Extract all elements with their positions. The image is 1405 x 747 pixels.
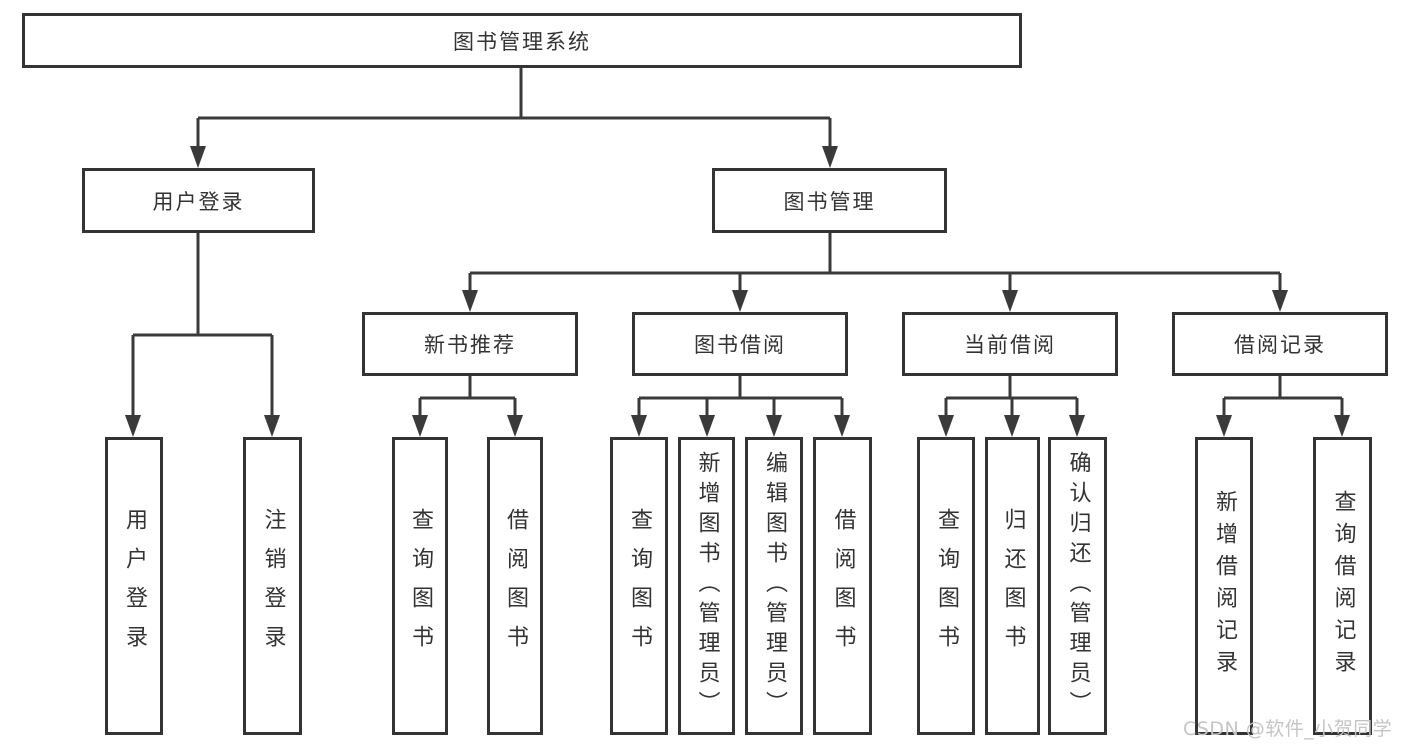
arrowhead bbox=[938, 415, 954, 437]
leaf-label: 新增借阅记录 bbox=[1212, 490, 1237, 682]
leaf-label: 查询图书 bbox=[627, 508, 652, 664]
leaf-label: 注销登录 bbox=[260, 508, 286, 664]
node-root-system: 图书管理系统 bbox=[22, 13, 1022, 68]
arrowhead bbox=[1004, 415, 1020, 437]
leaf-label: 归还图书 bbox=[1000, 508, 1026, 664]
leaf-label: 借阅图书 bbox=[830, 508, 856, 664]
node-current-borrow: 当前借阅 bbox=[902, 312, 1118, 376]
csdn-watermark: CSDN @软件_小贺同学 bbox=[1183, 718, 1393, 740]
node-leaf-query-books-recommend: 查询图书 bbox=[392, 437, 448, 735]
arrowhead bbox=[264, 415, 280, 437]
node-leaf-query-books-borrow: 查询图书 bbox=[610, 437, 668, 735]
arrowhead bbox=[507, 415, 523, 437]
arrowhead bbox=[631, 415, 647, 437]
leaf-label: 新增图书（管理员） bbox=[694, 451, 720, 721]
leaf-label: 借阅图书 bbox=[503, 508, 528, 664]
node-leaf-confirm-return-admin: 确认归还（管理员） bbox=[1048, 437, 1107, 735]
arrowhead bbox=[1069, 415, 1085, 437]
leaf-label: 编辑图书（管理员） bbox=[762, 451, 787, 721]
node-leaf-borrow-books-recommend: 借阅图书 bbox=[487, 437, 543, 735]
arrowhead bbox=[462, 290, 478, 312]
node-leaf-query-borrow-record: 查询借阅记录 bbox=[1313, 437, 1372, 735]
node-user-login: 用户登录 bbox=[82, 168, 315, 233]
leaf-label: 用户登录 bbox=[122, 508, 147, 664]
arrowhead bbox=[699, 415, 715, 437]
arrowhead bbox=[1216, 415, 1232, 437]
arrowhead bbox=[412, 415, 428, 437]
node-leaf-edit-book-admin: 编辑图书（管理员） bbox=[745, 437, 803, 735]
node-leaf-logout: 注销登录 bbox=[243, 437, 302, 735]
node-leaf-return-book: 归还图书 bbox=[985, 437, 1040, 735]
arrowhead bbox=[125, 415, 141, 437]
leaf-label: 查询借阅记录 bbox=[1330, 490, 1356, 682]
arrowhead bbox=[732, 290, 748, 312]
arrowhead bbox=[1272, 290, 1288, 312]
node-leaf-user-login: 用户登录 bbox=[105, 437, 163, 735]
arrowhead bbox=[834, 415, 850, 437]
node-borrow-records: 借阅记录 bbox=[1172, 312, 1388, 376]
node-leaf-query-books-current: 查询图书 bbox=[917, 437, 975, 735]
node-book-management: 图书管理 bbox=[712, 168, 947, 233]
leaf-label: 查询图书 bbox=[934, 508, 959, 664]
node-leaf-add-book-admin: 新增图书（管理员） bbox=[678, 437, 735, 735]
arrowhead bbox=[1002, 290, 1018, 312]
arrowhead bbox=[822, 146, 838, 168]
arrowhead bbox=[190, 146, 206, 168]
arrowhead bbox=[1334, 415, 1350, 437]
leaf-label: 查询图书 bbox=[408, 508, 433, 664]
node-book-borrow: 图书借阅 bbox=[632, 312, 848, 376]
leaf-label: 确认归还（管理员） bbox=[1065, 451, 1091, 721]
node-new-book-recommend: 新书推荐 bbox=[362, 312, 578, 376]
arrowhead bbox=[766, 415, 782, 437]
node-leaf-borrow-books: 借阅图书 bbox=[813, 437, 872, 735]
node-leaf-add-borrow-record: 新增借阅记录 bbox=[1195, 437, 1253, 735]
